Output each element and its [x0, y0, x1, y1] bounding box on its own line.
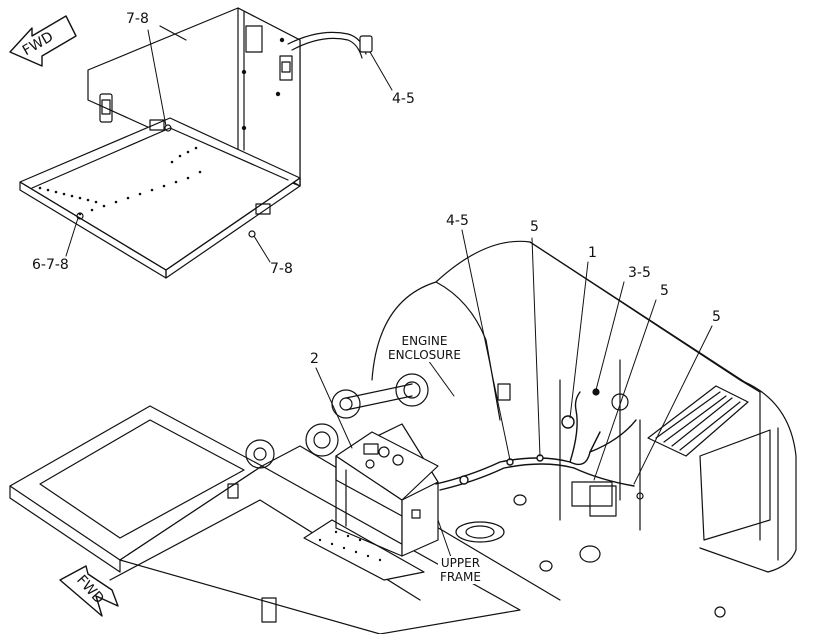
enclosure-grille — [647, 385, 749, 457]
battery-box-installed — [303, 423, 439, 581]
callout-item-5-a: 5 — [660, 283, 669, 299]
battery-box-detail — [19, 7, 373, 279]
wire-harness — [435, 391, 637, 491]
main-leaders — [315, 229, 713, 561]
callout-harness-mid: 5 — [530, 219, 539, 235]
engine-enclosure-label: ENGINE ENCLOSURE — [386, 334, 463, 362]
detail-leaders — [65, 29, 393, 263]
callout-detail-lower-left: 6-7-8 — [32, 257, 69, 273]
upper-frame-line2: FRAME — [440, 570, 481, 584]
fwd-arrow-top-icon: FWD — [9, 15, 77, 67]
callout-item-2: 2 — [310, 351, 319, 367]
upper-frame-assembly — [9, 240, 797, 634]
callout-harness-left: 4-5 — [446, 213, 469, 229]
callout-item-3-5: 3-5 — [628, 265, 651, 281]
fwd-arrow-bottom-icon: FWD — [59, 565, 119, 617]
callout-detail-lower-right: 7-8 — [270, 261, 293, 277]
engine-enclosure-line1: ENGINE — [401, 334, 448, 348]
callout-detail-hose: 4-5 — [392, 91, 415, 107]
engine-enclosure-line2: ENCLOSURE — [388, 348, 461, 362]
upper-frame-label: UPPER FRAME — [438, 556, 483, 584]
tray-holes — [38, 146, 202, 216]
callout-item-5-b: 5 — [712, 309, 721, 325]
callout-detail-upper-left: 7-8 — [126, 11, 149, 27]
upper-frame-line1: UPPER — [440, 556, 481, 570]
callout-item-1: 1 — [588, 245, 597, 261]
